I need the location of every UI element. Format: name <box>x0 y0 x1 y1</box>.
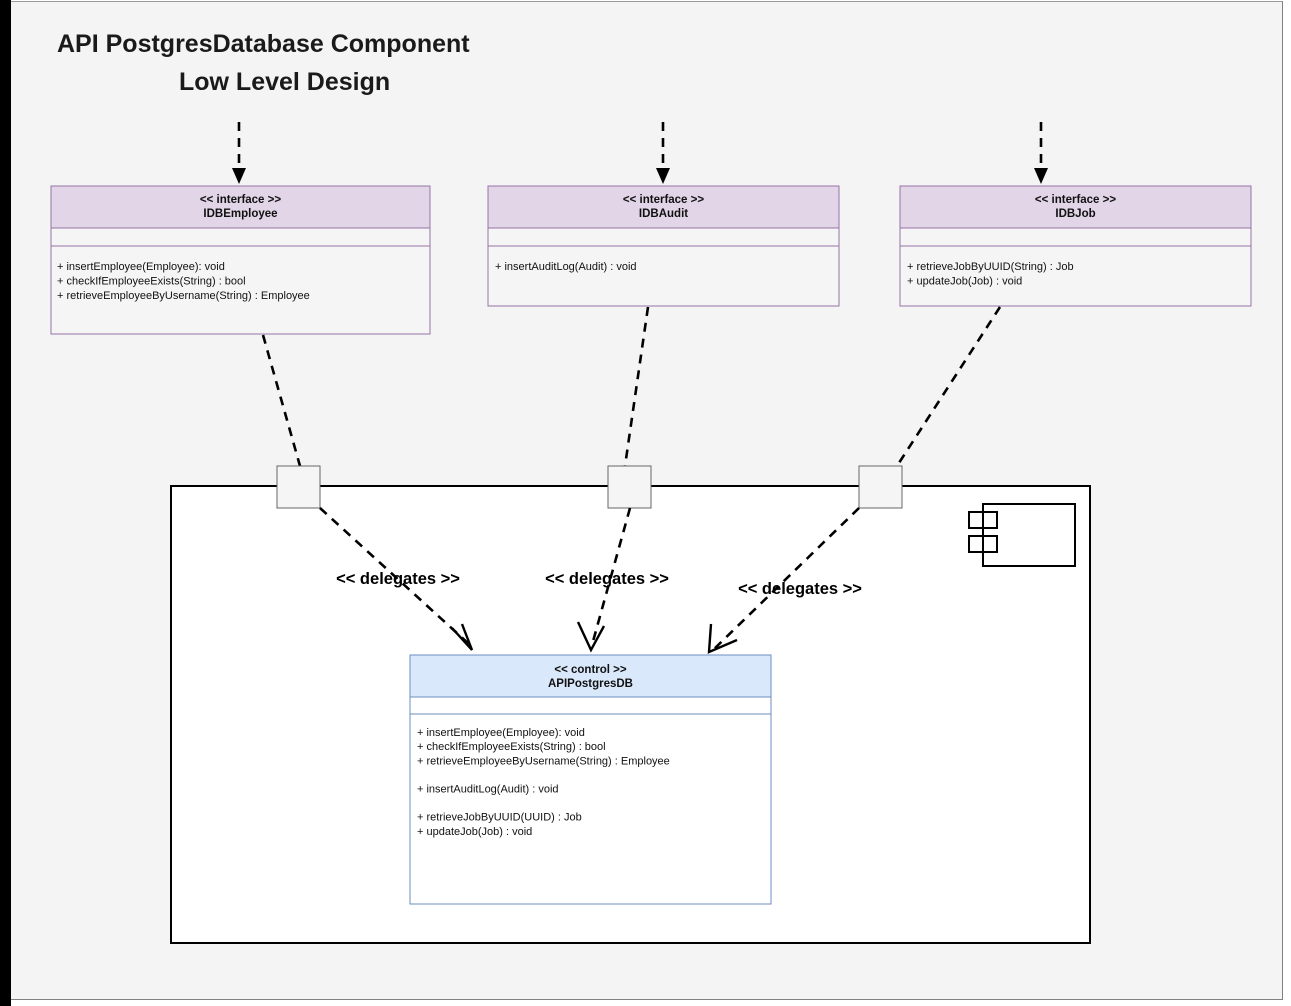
interface-methods-idbemployee <box>50 245 431 335</box>
interface-method: + insertAuditLog(Audit) : void <box>495 261 637 273</box>
left-gutter <box>0 0 11 1006</box>
control-method: + retrieveEmployeeByUsername(String) : E… <box>417 756 670 768</box>
interface-box-idbjob[interactable]: << interface >> IDBJob + retrieveJobByUU… <box>899 185 1252 307</box>
interface-attributes-idbaudit <box>487 227 840 247</box>
control-method: + insertAuditLog(Audit) : void <box>417 784 559 796</box>
interface-header-idbaudit <box>487 185 840 229</box>
port-audit[interactable] <box>607 465 652 509</box>
control-header <box>409 654 772 698</box>
interface-name-idbjob: IDBJob <box>1055 208 1095 220</box>
control-class-apipostgresdb[interactable]: << control >> APIPostgresDB + insertEmpl… <box>409 654 772 905</box>
interface-stereotype-idbemployee: << interface >> <box>200 194 281 206</box>
control-method: + checkIfEmployeeExists(String) : bool <box>417 741 606 753</box>
interface-attributes-idbemployee <box>50 227 431 247</box>
interface-box-idbaudit[interactable]: << interface >> IDBAudit + insertAuditLo… <box>487 185 840 307</box>
delegation-audit <box>576 507 632 653</box>
delegation-job <box>707 507 860 654</box>
interface-name-idbaudit: IDBAudit <box>639 208 688 220</box>
interface-method: + insertEmployee(Employee): void <box>57 261 225 273</box>
uml-component-icon <box>968 503 1076 567</box>
realization-arrow-job <box>1034 122 1048 184</box>
interface-method: + checkIfEmployeeExists(String) : bool <box>57 276 246 288</box>
delegate-label-job: << delegates >> <box>738 580 862 598</box>
control-name: APIPostgresDB <box>548 678 633 690</box>
delegate-label-employee: << delegates >> <box>336 570 460 588</box>
control-stereotype: << control >> <box>554 664 627 676</box>
control-method: + insertEmployee(Employee): void <box>417 727 585 739</box>
link-idbemployee-to-port <box>261 334 302 467</box>
interface-method: + updateJob(Job) : void <box>907 276 1022 288</box>
interface-stereotype-idbaudit: << interface >> <box>623 194 704 206</box>
link-idbjob-to-port <box>895 306 1002 467</box>
page-title-line-1: API PostgresDatabase Component <box>57 30 470 58</box>
delegate-label-audit: << delegates >> <box>545 570 669 588</box>
link-idbaudit-to-port <box>623 306 650 467</box>
control-method: + updateJob(Job) : void <box>417 826 532 838</box>
control-attributes <box>409 696 772 715</box>
interface-stereotype-idbjob: << interface >> <box>1035 194 1116 206</box>
realization-arrow-audit <box>656 122 670 184</box>
interface-method: + retrieveEmployeeByUsername(String) : E… <box>57 290 310 302</box>
port-job[interactable] <box>858 465 903 509</box>
interface-header-idbjob <box>899 185 1252 229</box>
control-methods <box>409 713 772 905</box>
delegation-employee <box>319 507 474 651</box>
page-title-line-2: Low Level Design <box>179 68 390 96</box>
interface-box-idbemployee[interactable]: << interface >> IDBEmployee + insertEmpl… <box>50 185 431 335</box>
interface-header-idbemployee <box>50 185 431 229</box>
interface-name-idbemployee: IDBEmployee <box>203 208 277 220</box>
interface-method: + retrieveJobByUUID(String) : Job <box>907 261 1074 273</box>
control-method: + retrieveJobByUUID(UUID) : Job <box>417 812 582 824</box>
port-employee[interactable] <box>276 465 321 509</box>
realization-arrow-employee <box>232 122 246 184</box>
interface-attributes-idbjob <box>899 227 1252 247</box>
interface-methods-idbaudit <box>487 245 840 307</box>
interface-methods-idbjob <box>899 245 1252 307</box>
